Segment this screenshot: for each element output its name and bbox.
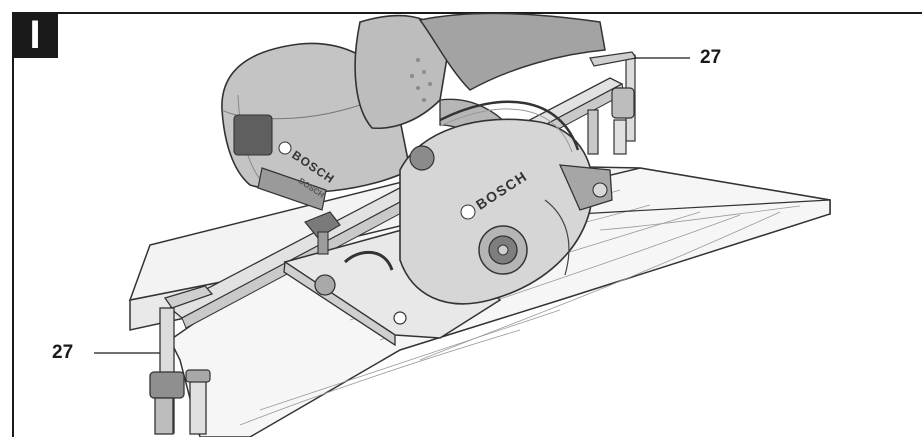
callout-27-clamp-right: 27 bbox=[700, 47, 722, 68]
callout-27-clamp-left: 27 bbox=[52, 342, 74, 363]
saw-blade-guard bbox=[399, 100, 613, 305]
clamp-right bbox=[587, 51, 638, 155]
frame-left-rule bbox=[12, 12, 14, 437]
clamp-left bbox=[149, 285, 214, 435]
section-label: I bbox=[12, 12, 58, 58]
workpiece-board bbox=[128, 164, 831, 437]
